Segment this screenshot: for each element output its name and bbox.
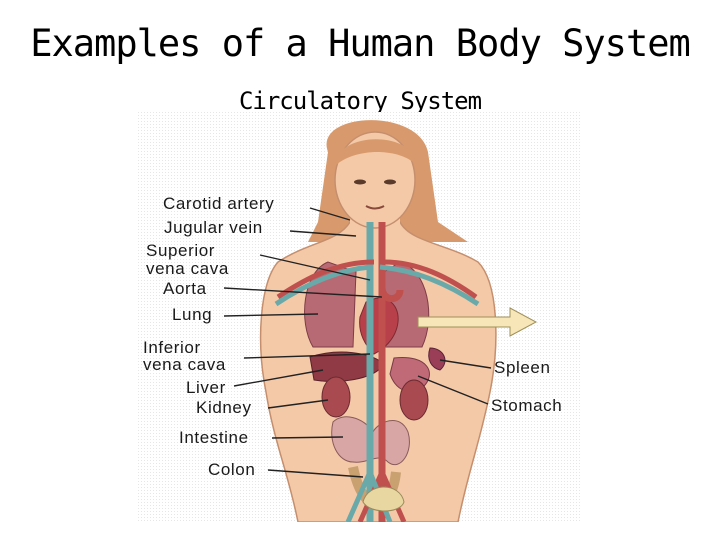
label-intestine: Intestine <box>179 428 249 447</box>
leader-stomach <box>417 375 489 405</box>
label-liver: Liver <box>186 378 226 397</box>
label-colon: Colon <box>208 460 256 479</box>
leader-carotid <box>309 207 351 221</box>
kidney-left <box>321 376 351 418</box>
leader-inferior-vena-cava <box>243 353 371 359</box>
mouth <box>365 205 385 210</box>
arm-vein-left <box>274 264 371 307</box>
label-superior-vena-cava-2: vena cava <box>146 259 229 278</box>
leader-jugular <box>289 230 357 237</box>
label-spleen: Spleen <box>494 358 551 377</box>
leader-spleen <box>439 359 492 369</box>
label-carotid-artery: Carotid artery <box>163 194 275 213</box>
label-aorta: Aorta <box>163 279 207 298</box>
label-lung: Lung <box>172 305 213 324</box>
aorta-vessel <box>378 222 404 522</box>
arm-artery-right <box>383 259 478 300</box>
page-subtitle: Circulatory System <box>238 87 482 115</box>
face <box>334 131 416 229</box>
spleen <box>428 347 446 371</box>
leader-superior-vena-cava <box>259 254 371 281</box>
circulatory-system-illustration <box>138 112 582 522</box>
label-inferior-vena-cava-1: Inferior <box>143 338 201 357</box>
leader-lines <box>223 207 492 478</box>
label-kidney: Kidney <box>196 398 252 417</box>
spleen-arrow <box>417 307 538 337</box>
page-title: Examples of a Human Body System <box>30 22 691 65</box>
leader-kidney <box>267 399 329 409</box>
kidney-right <box>399 379 429 421</box>
arm-vein-right <box>379 264 480 307</box>
pelvis <box>362 486 405 512</box>
label-superior-vena-cava-1: Superior <box>146 241 216 260</box>
label-stomach: Stomach <box>491 396 563 415</box>
right-eye <box>384 179 396 185</box>
body-figure-svg <box>138 112 582 522</box>
leader-colon <box>267 469 364 478</box>
leader-aorta <box>223 287 383 298</box>
leader-lung <box>223 313 319 317</box>
left-eye <box>354 179 366 185</box>
label-inferior-vena-cava-2: vena cava <box>143 355 226 374</box>
hair-bangs <box>334 139 418 167</box>
leader-intestine <box>271 436 344 439</box>
label-jugular-vein: Jugular vein <box>164 218 263 237</box>
leader-liver <box>233 369 324 387</box>
arm-artery-left <box>276 259 375 300</box>
